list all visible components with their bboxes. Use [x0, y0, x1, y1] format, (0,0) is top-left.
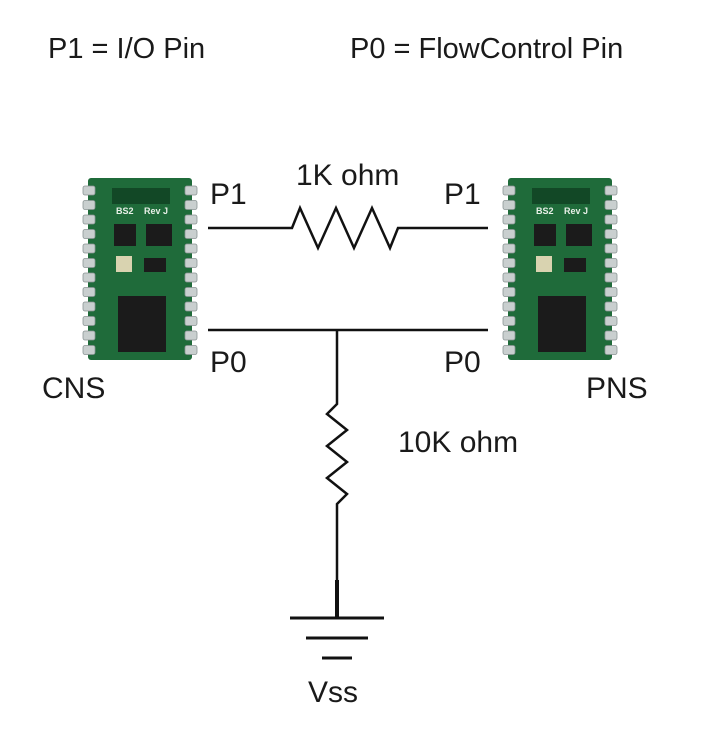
cns-pin-left-10 [82, 316, 96, 326]
pns-pin-right-9 [604, 301, 618, 312]
cns-resonator [116, 256, 132, 272]
pns-label: PNS [586, 372, 648, 405]
pns-pin-left-4 [502, 229, 516, 239]
legend-flowcontrol-pin: P0 = FlowControl Pin [350, 33, 623, 65]
cns-module: BS2 Rev J [82, 178, 198, 360]
cns-pin-left-11 [82, 330, 96, 341]
pns-pin-right-4 [604, 229, 618, 239]
pns-pin-left-2 [502, 200, 516, 210]
cns-pin-right-8 [184, 287, 198, 297]
pns-pin-left-9 [502, 301, 516, 312]
pns-interpreter-chip [538, 296, 586, 352]
cns-pin-left-12 [82, 345, 96, 355]
pns-pin-left-1 [502, 185, 516, 196]
legend-io-pin: P1 = I/O Pin [48, 33, 205, 65]
pns-rev-silkscreen: Rev J [564, 206, 588, 216]
cns-pin-right-12 [184, 345, 198, 355]
cns-pin-left-2 [82, 200, 96, 210]
ground-symbol [290, 580, 384, 660]
left-p0-label: P0 [210, 346, 247, 379]
pns-model-silkscreen: BS2 [536, 206, 554, 216]
pns-pin-left-3 [502, 214, 516, 225]
cns-pin-right-6 [184, 258, 198, 268]
resistor-10k-label: 10K ohm [398, 426, 518, 459]
pns-pin-right-6 [604, 258, 618, 268]
pulldown-10k-resistor [324, 330, 350, 580]
cns-pin-left-9 [82, 301, 96, 312]
pns-pin-left-11 [502, 330, 516, 341]
cns-eeprom [146, 224, 172, 246]
pns-pin-left-12 [502, 345, 516, 355]
pns-pin-right-11 [604, 330, 618, 341]
resistor-1k-label: 1K ohm [296, 159, 399, 192]
cns-rev-silkscreen: Rev J [144, 206, 168, 216]
cns-pin-right-4 [184, 229, 198, 239]
pns-eeprom [566, 224, 592, 246]
right-p1-label: P1 [444, 178, 481, 211]
cns-pin-right-11 [184, 330, 198, 341]
pns-pin-right-5 [604, 243, 618, 254]
cns-model-silkscreen: BS2 [116, 206, 134, 216]
cns-pin-left-1 [82, 185, 96, 196]
cns-interpreter-chip [118, 296, 166, 352]
cns-pin-left-7 [82, 272, 96, 283]
cns-pin-left-6 [82, 258, 96, 268]
pns-pin-right-1 [604, 185, 618, 196]
cns-pin-left-8 [82, 287, 96, 297]
pns-module: BS2 Rev J [502, 178, 618, 360]
left-p1-label: P1 [210, 178, 247, 211]
pns-pin-right-10 [604, 316, 618, 326]
pns-pin-left-8 [502, 287, 516, 297]
cns-pin-right-5 [184, 243, 198, 254]
pns-regulator [534, 224, 556, 246]
right-p0-label: P0 [444, 346, 481, 379]
cns-pin-right-10 [184, 316, 198, 326]
cns-pin-right-9 [184, 301, 198, 312]
cns-pin-right-7 [184, 272, 198, 283]
cns-pin-right-1 [184, 185, 198, 196]
pns-resonator [536, 256, 552, 272]
vss-label: Vss [308, 676, 358, 709]
pns-pin-right-8 [604, 287, 618, 297]
cns-label: CNS [42, 372, 105, 405]
cns-pin-right-3 [184, 214, 198, 225]
cns-pin-right-2 [184, 200, 198, 210]
cns-pin-left-4 [82, 229, 96, 239]
pns-pin-left-10 [502, 316, 516, 326]
cns-regulator [114, 224, 136, 246]
pns-pin-left-5 [502, 243, 516, 254]
pns-pin-right-12 [604, 345, 618, 355]
p1-wire-1k-resistor [208, 204, 488, 252]
pns-pin-right-2 [604, 200, 618, 210]
pns-pin-right-3 [604, 214, 618, 225]
cns-pin-left-5 [82, 243, 96, 254]
pns-pin-left-7 [502, 272, 516, 283]
cns-pin-left-3 [82, 214, 96, 225]
pns-pin-left-6 [502, 258, 516, 268]
pns-pin-right-7 [604, 272, 618, 283]
